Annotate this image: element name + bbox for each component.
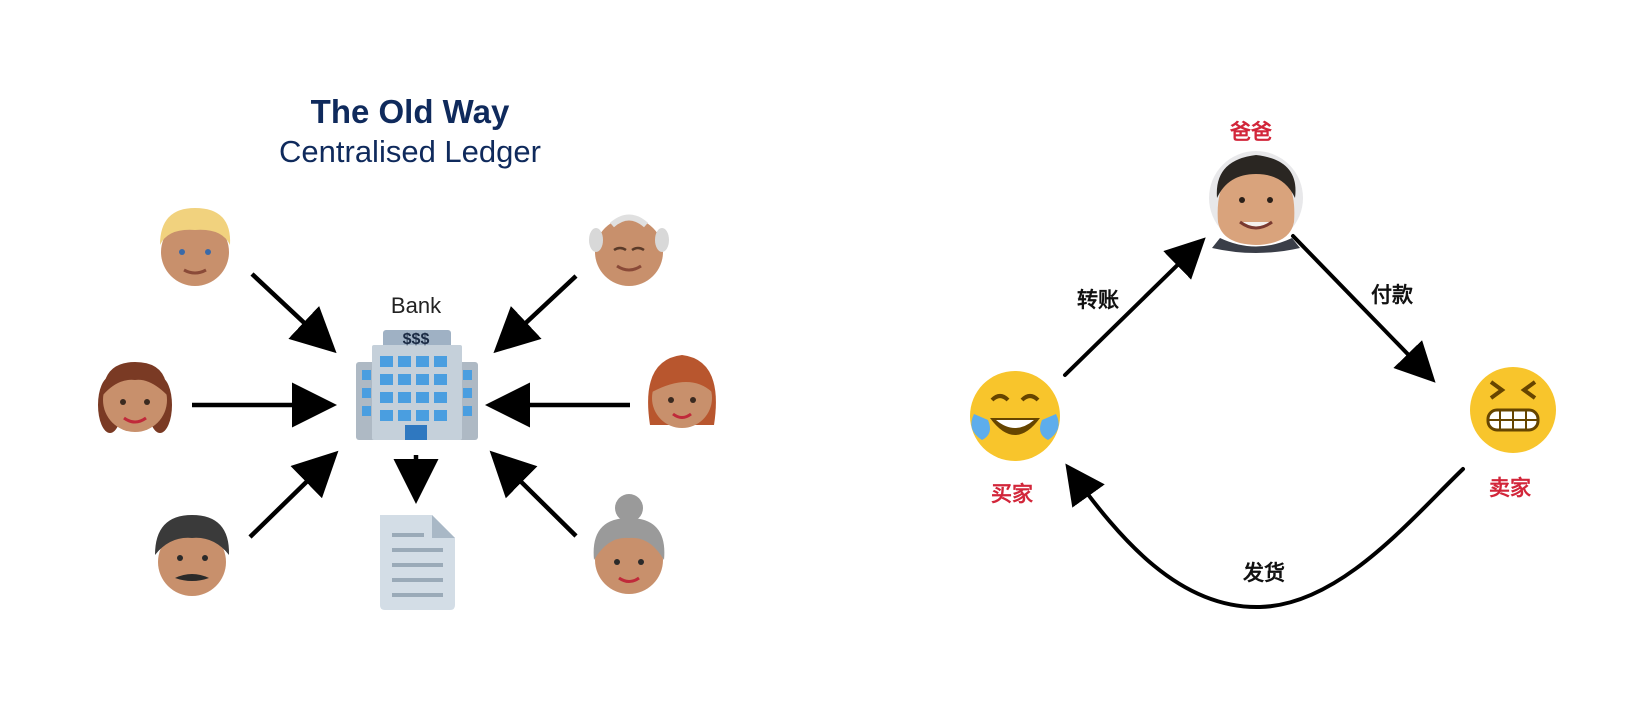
center-portrait-avatar [1209,151,1303,253]
tears-of-joy-emoji-icon [970,371,1060,461]
arrow-grandmother-to-bank [489,450,578,538]
arrow-elder-to-bank [493,274,578,354]
bank-building-icon [356,330,478,440]
diagram-subtitle: Centralised Ledger [279,134,541,169]
grimacing-emoji-icon [1470,367,1556,453]
edge-label-transfer: 转账 [1077,288,1119,312]
person-woman-icon [648,355,716,428]
person-blond-icon [160,208,231,286]
buyer-label: 买家 [991,482,1034,506]
edge-label-shipment: 发货 [1242,561,1285,585]
edge-label-payment: 付款 [1371,283,1414,307]
person-bald-elder-icon [589,214,669,286]
diagram-title: The Old Way [310,93,510,130]
person-girl-icon [98,362,172,433]
arrow-mustache-to-bank [248,450,339,539]
arrow-seller-to-buyer [1065,463,1465,610]
person-grandmother-icon [593,494,665,594]
person-mustache-icon [155,515,230,596]
center-label: 爸爸 [1229,120,1272,144]
bank-sign: $$$ [403,331,430,348]
arrow-buyer-to-center [1063,237,1206,377]
seller-label: 卖家 [1489,476,1532,500]
document-icon [380,515,455,610]
arrow-blond-to-bank [250,272,337,354]
bank-label: Bank [391,293,442,318]
title-block: The Old Way Centralised Ledger [220,92,600,172]
arrow-center-to-seller [1291,234,1436,383]
